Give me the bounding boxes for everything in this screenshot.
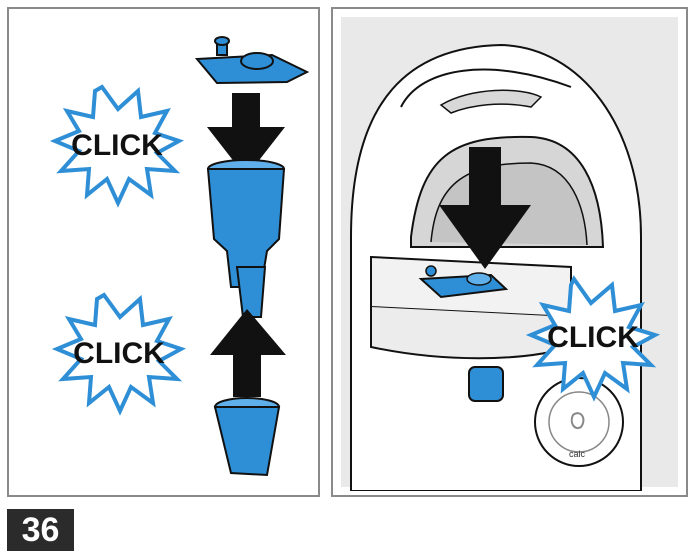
dial-label: calc [569,449,586,459]
click-burst-icon: CLICK [51,292,186,416]
instruction-panel-right: calc CLICK [331,7,688,497]
click-burst-icon: CLICK [49,84,184,208]
filter-top-cap-icon [194,36,310,85]
panel-left-canvas: CLICK CLICK [17,17,310,487]
water-filter-icon [206,159,286,318]
filter-assembly-illustration: CLICK CLICK [49,36,310,477]
down-arrow-icon [207,93,285,177]
machine-housing-icon: calc [350,43,642,491]
click-label: CLICK [73,337,165,370]
water-filter-icon [418,265,509,402]
up-arrow-icon [210,309,286,397]
filter-bottom-cup-icon [213,397,281,477]
click-label: CLICK [71,129,163,162]
step-number-badge: 36 [7,509,74,551]
panel-right-canvas: calc CLICK [341,17,678,491]
down-arrow-icon [439,147,531,269]
machine-insertion-illustration: calc CLICK [350,43,661,491]
instruction-panel-left: CLICK CLICK [7,7,320,497]
click-burst-icon: CLICK [525,275,661,402]
click-label: CLICK [547,321,639,354]
